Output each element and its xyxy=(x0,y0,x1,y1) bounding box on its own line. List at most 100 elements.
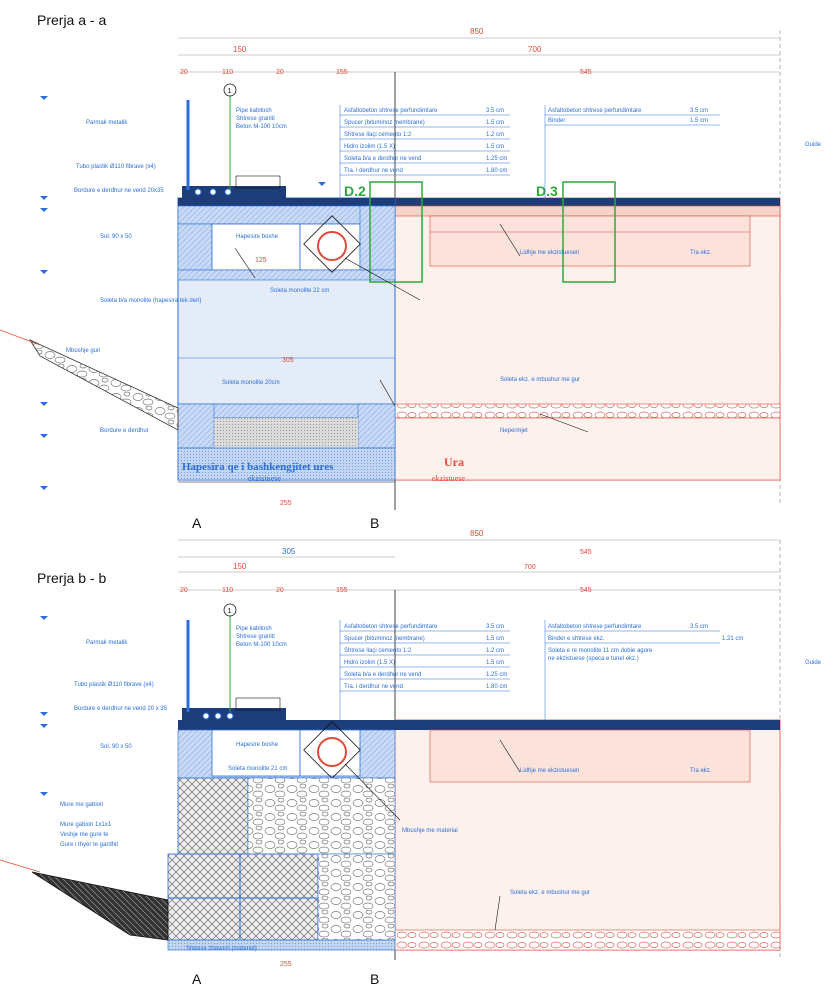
layer-name: Asfaltobeton shtrese perfundimtare xyxy=(548,108,642,114)
layer-value: 1.25 cm xyxy=(486,156,507,162)
layer-name: Spucer (bituminoz membrane) xyxy=(344,120,425,126)
detail-circle-icon-b xyxy=(223,603,237,617)
curb-box-b xyxy=(235,697,281,711)
gravel-base xyxy=(167,939,396,951)
duct-icon xyxy=(224,188,232,196)
note-slab-mono-b: Soleta monolite 21 cm xyxy=(228,766,287,772)
label-sol-b: Sol. 90 x 50 xyxy=(100,744,132,750)
dim-a-255: 255 xyxy=(280,500,292,507)
layer-name: Soleta b/a e derdhur ne vend xyxy=(344,156,421,162)
note-void: Hapesire boshe xyxy=(236,234,279,240)
label-curb-cast: Bordure e derdhur xyxy=(100,428,149,434)
section-a-title: Prerja a - a xyxy=(37,12,106,28)
note-right-edge: Guide xyxy=(805,142,822,148)
note-existing-slab: Soleta ekz. e mbushur me gur xyxy=(500,377,580,383)
dim-b-left: 150 xyxy=(233,562,247,571)
layer-value: 3.5 cm xyxy=(486,108,504,114)
label-curb: Bordure e derdhur ne vend 20x35 xyxy=(74,188,164,194)
stone-fill-upper xyxy=(247,777,396,855)
dim-b-total: 850 xyxy=(470,529,484,538)
layer-name: ne ekzistuese (speca e tunel ekz.) xyxy=(548,656,639,662)
section-b-left-labels: Parmak metalik Tubo plastik Ø110 fibrave… xyxy=(60,640,168,848)
section-b-right-layers: Asfaltobeton shtrese perfundimtare 3.5 c… xyxy=(548,624,708,662)
dim-a-left: 150 xyxy=(233,45,247,54)
label-crushed-stone: Gure i thyer te gardhit xyxy=(60,842,118,848)
layer-value: 1.2 cm xyxy=(486,132,504,138)
deck-asphalt-new-b xyxy=(178,720,395,730)
note-tie-b: Lidhje me ekzistuesen xyxy=(520,768,579,774)
section-a: Prerja a - a 850 150 700 20 110 20 155 5… xyxy=(0,12,822,531)
note-slab-mono: Soleta monolite 22 cm xyxy=(270,288,329,294)
zone-left-sublabel: ekzistuese xyxy=(248,474,281,483)
layer-table-rules-b xyxy=(339,620,510,720)
note-tie: Lidhje me ekzistuesen xyxy=(520,250,579,256)
layer-value: 1.2 cm xyxy=(486,648,504,654)
label-fill: Mbushje guri xyxy=(66,348,100,354)
cut-label-a: A xyxy=(192,515,202,531)
layer-name: Soleta b/a e derdhur ne vend xyxy=(344,672,421,678)
layer-name: Asfaltobeton shtrese perfundimtare xyxy=(344,624,438,630)
duct-icon xyxy=(209,188,217,196)
layer-value: 3.5 cm xyxy=(690,624,708,630)
layer-name: Hidro izolim (1.5 X) xyxy=(344,144,395,150)
layer-value: 1.5 cm xyxy=(486,120,504,126)
existing-bottom xyxy=(394,417,781,481)
deck-asphalt-new xyxy=(178,198,395,206)
note-bottom-b: Shtrese zhavorri (material) xyxy=(186,946,257,952)
dim-a-110: 110 xyxy=(222,69,233,76)
dim-b-155: 155 xyxy=(336,587,348,594)
note-void-b: Hapesire boshe xyxy=(236,742,279,748)
layer-name: Binder e shtrese ekz. xyxy=(548,636,605,642)
footing-right xyxy=(357,403,396,449)
note-pipe-b: Pipe kabllosh xyxy=(236,626,272,632)
detail-d2-label: D.2 xyxy=(344,183,366,199)
duct-icon xyxy=(194,188,202,196)
dim-b-545: 545 xyxy=(580,549,592,556)
section-a-notes: Pipe kabllosh Shtrese graniti Beton M-10… xyxy=(222,108,822,434)
dim-b-121: 1.21 cm xyxy=(722,636,743,642)
existing-beam-b xyxy=(429,729,751,783)
joint-block xyxy=(359,205,396,271)
layer-name: Asfaltobeton shtrese perfundimtare xyxy=(344,108,438,114)
cut-label-b-b: B xyxy=(370,971,379,987)
footing-left xyxy=(177,403,215,449)
section-b-title: Prerja b - b xyxy=(37,570,106,586)
dim-a-155: 155 xyxy=(336,69,348,76)
note-grille: Nepermjet xyxy=(500,428,528,434)
section-b-notes: Pipe kabllosh Shtrese graniti Beton M-10… xyxy=(186,626,822,952)
section-b-dimensions xyxy=(178,539,780,591)
layer-value: 1.5 cm xyxy=(486,144,504,150)
label-railing: Parmak metalik xyxy=(86,120,128,126)
layer-name: Soleta e re monolite 11 cm dobie agore xyxy=(548,648,653,654)
adjacent-space-zone xyxy=(177,447,396,481)
section-a-right-layers: Asfaltobeton shtrese perfundimtare 3.5 c… xyxy=(548,108,708,124)
stone-fill-lower xyxy=(317,853,396,941)
curb-top xyxy=(182,186,286,198)
detail-d3-box xyxy=(562,181,616,283)
monolithic-slab-22 xyxy=(177,269,396,281)
layer-name: Shtrese llaçi cemento 1:2 xyxy=(344,132,412,138)
dim-b-110: 110 xyxy=(222,587,233,594)
duct-icon xyxy=(226,712,234,720)
layer-name: Asfaltobeton shtrese perfundimtare xyxy=(548,624,642,630)
dim-a-20b: 20 xyxy=(276,69,284,76)
layer-name: Tra. i derdhur ne vend xyxy=(344,684,403,690)
riprap-slope-b xyxy=(31,871,169,941)
label-ducts-b: Tubo plastik Ø110 fibrave (x4) xyxy=(74,682,154,688)
note-layer1: Shtrese graniti xyxy=(236,116,275,122)
detail-d2-box xyxy=(369,181,423,283)
dim-b-right: 700 xyxy=(524,564,536,571)
layer-value: 1.25 cm xyxy=(486,672,507,678)
detail-circle-label: 1 xyxy=(228,88,232,95)
layer-value: 1.5 cm xyxy=(486,660,504,666)
layer-value: 1.80 cm xyxy=(486,168,507,174)
dim-b-20: 20 xyxy=(180,587,188,594)
dim-a-305: 305 xyxy=(282,357,294,364)
riprap-slope xyxy=(28,339,179,431)
note-layer2-b: Beton M-100 10cm xyxy=(236,642,287,648)
layer-value: 1.5 cm xyxy=(690,118,708,124)
layer-name: Shtrese llaçi cemento 1:2 xyxy=(344,648,412,654)
section-a-dimensions xyxy=(178,37,780,73)
section-b: Prerja b - b 850 305 545 150 700 20 110 … xyxy=(0,529,822,987)
section-a-leaders xyxy=(234,223,589,433)
